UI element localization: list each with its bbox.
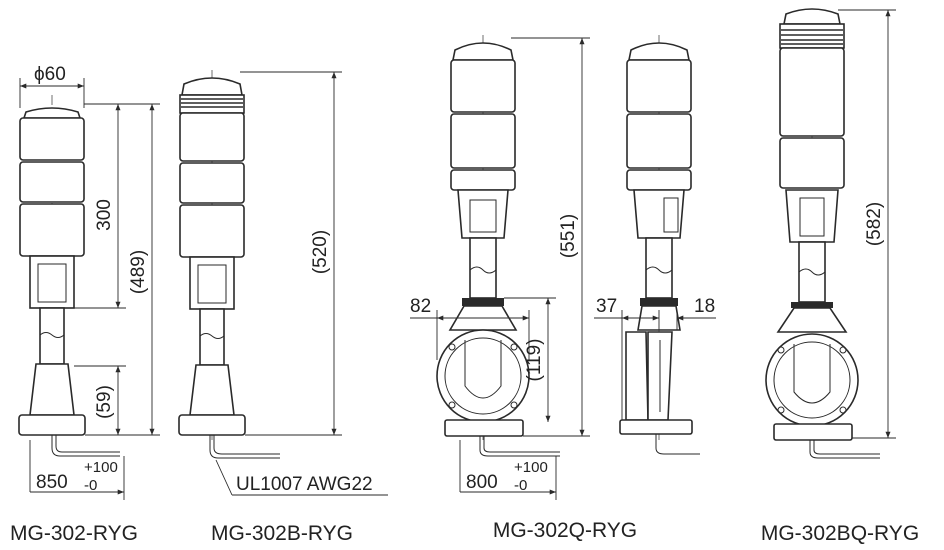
dimension-diameter: ϕ60 (34, 64, 66, 85)
tolerance-800-minus: -0 (514, 477, 527, 494)
tower-light-mg-302q-ryg (436, 35, 560, 457)
dimension-489: (489) (128, 250, 149, 294)
dimension-82: 82 (410, 296, 431, 317)
model-name-mg-302b-ryg: MG-302B-RYG (211, 522, 353, 545)
dimension-59: (59) (94, 385, 115, 419)
model-name-mg-302-ryg: MG-302-RYG (10, 522, 138, 545)
dimension-300: 300 (94, 199, 115, 231)
tower-light-mg-302b-ryg (178, 70, 280, 459)
dimension-850: 850 (36, 472, 68, 493)
tolerance-850-plus: +100 (84, 459, 118, 476)
model-name-mg-302q-ryg: MG-302Q-RYG (493, 519, 637, 542)
tower-light-mg-302-ryg (18, 95, 120, 457)
cable-spec: UL1007 AWG22 (236, 474, 373, 495)
tolerance-850-minus: -0 (84, 477, 97, 494)
dimension-18: 18 (694, 296, 715, 317)
tolerance-800-plus: +100 (514, 459, 548, 476)
dimension-551: (551) (558, 214, 579, 258)
tower-light-mg-302bq-ryg (765, 8, 880, 459)
tower-light-mg-302q-side-view (619, 35, 700, 455)
dimension-582: (582) (864, 202, 885, 246)
dimension-lines (19, 9, 896, 500)
dimension-800: 800 (466, 472, 498, 493)
model-name-mg-302bq-ryg: MG-302BQ-RYG (761, 522, 919, 545)
dimension-37: 37 (596, 296, 617, 317)
dimension-119: (119) (524, 339, 545, 382)
dimension-520: (520) (310, 230, 331, 274)
